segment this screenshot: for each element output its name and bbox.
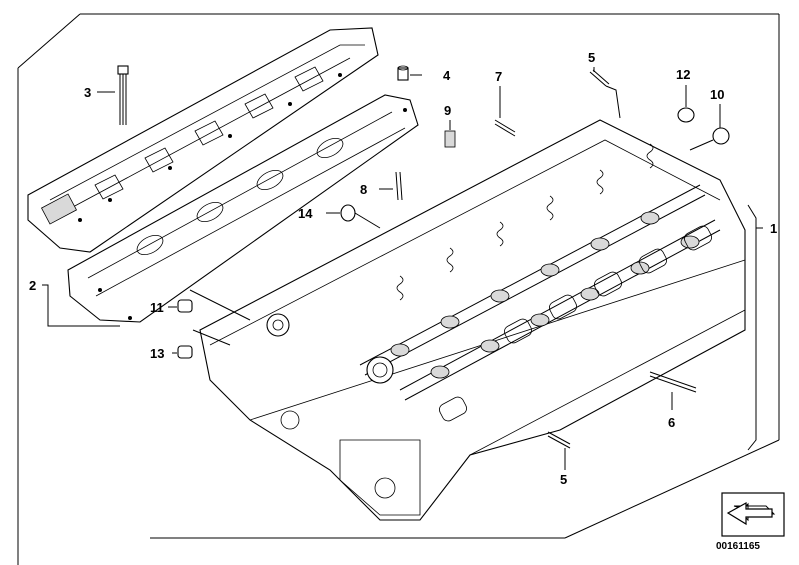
label-14: 14 [298, 206, 313, 221]
plug-12 [677, 107, 695, 123]
leader-lines [42, 67, 721, 470]
plug-11 [177, 299, 193, 313]
valve-cover-part [27, 27, 379, 253]
label-12: 12 [676, 67, 690, 82]
label-8: 8 [360, 182, 367, 197]
label-5-top: 5 [588, 50, 595, 65]
label-2: 2 [29, 278, 36, 293]
camshaft-carrier-part [67, 94, 419, 323]
label-13: 13 [150, 346, 164, 361]
part-labels: 1 2 3 4 5 5 6 7 8 9 10 11 12 13 14 [29, 50, 777, 487]
nut-9 [444, 130, 456, 148]
stud-6 [649, 371, 697, 393]
bolt-5-bottom [547, 431, 571, 449]
bracket-1 [747, 204, 763, 451]
stud-7 [494, 119, 516, 137]
cylinder-head-block [199, 119, 746, 521]
bolt-3 [117, 65, 129, 125]
label-3: 3 [84, 85, 91, 100]
label-1: 1 [770, 221, 777, 236]
label-9: 9 [444, 103, 451, 118]
label-11: 11 [150, 300, 164, 315]
plug-10 [712, 127, 730, 145]
label-4: 4 [443, 68, 451, 83]
arrow-return-icon[interactable] [721, 492, 785, 537]
bolt-5-top [589, 69, 610, 87]
diagram-frame [17, 13, 780, 565]
label-10: 10 [710, 87, 724, 102]
stud-8 [395, 171, 403, 201]
sleeve-4 [397, 65, 409, 81]
plug-13 [177, 345, 193, 359]
document-number: 00161165 [716, 541, 760, 552]
label-6: 6 [668, 415, 675, 430]
label-5-bottom: 5 [560, 472, 567, 487]
seal-14 [340, 204, 356, 222]
label-7: 7 [495, 69, 502, 84]
